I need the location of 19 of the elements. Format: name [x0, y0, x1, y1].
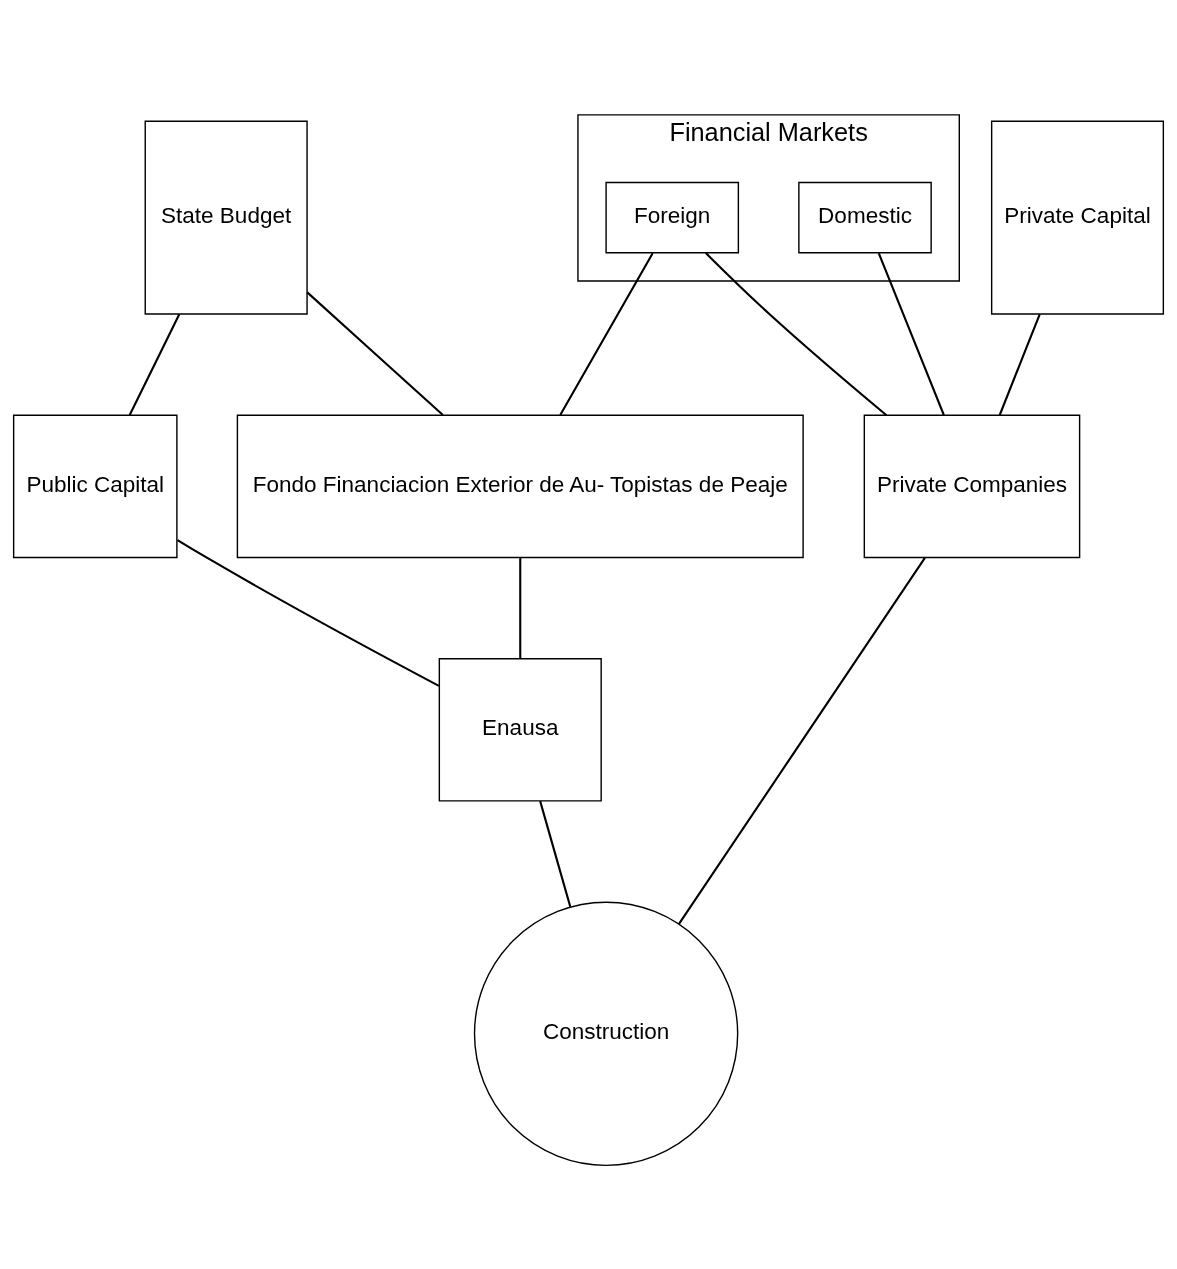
connector	[705, 252, 888, 417]
node-box: Foreign	[605, 181, 740, 254]
connector	[176, 539, 440, 687]
connector	[128, 313, 181, 416]
node-box: Fondo Financiacion Exterior de Au- Topistas de Peaje	[236, 414, 804, 559]
node-box: State Budget	[144, 120, 308, 315]
connector	[559, 252, 654, 416]
connector	[877, 252, 945, 416]
node-box: Domestic	[798, 181, 932, 254]
node-box: Public Capital	[12, 414, 178, 559]
connector	[539, 800, 572, 908]
node-box: Enausa	[438, 658, 602, 802]
node-box: Private Capital	[990, 120, 1165, 315]
node-circle: Construction	[473, 901, 739, 1167]
connector	[519, 558, 522, 659]
connector	[678, 557, 926, 925]
node-box: Private Companies	[863, 414, 1081, 559]
connector	[998, 313, 1041, 416]
connector	[306, 291, 444, 416]
